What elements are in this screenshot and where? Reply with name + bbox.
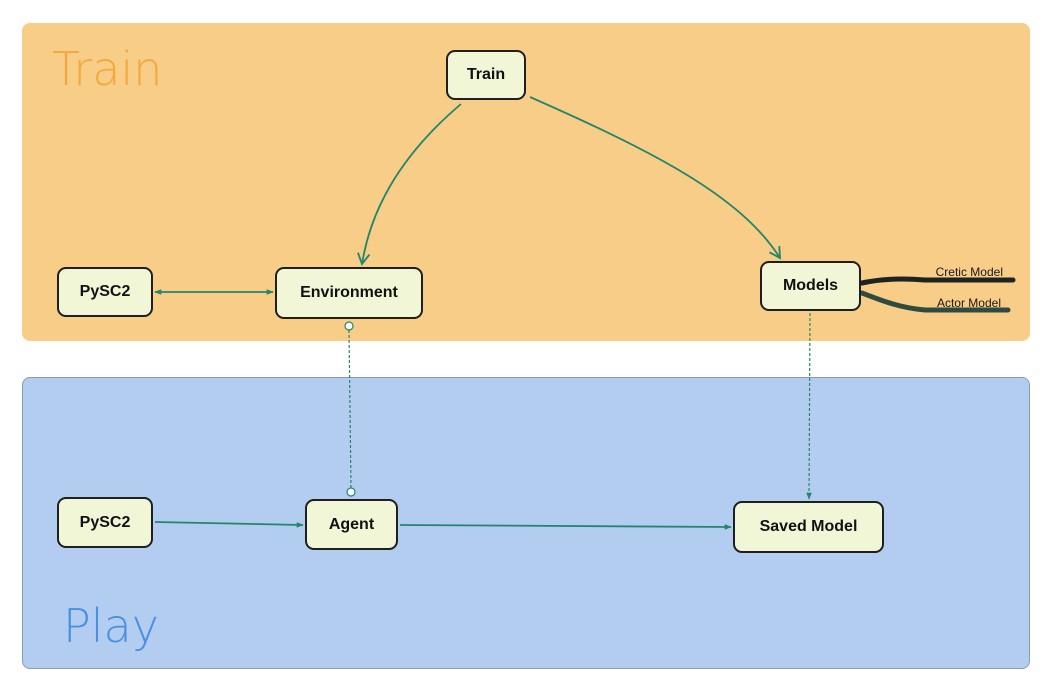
- play-region-title: Play: [63, 599, 159, 653]
- edge-train-to-models: [529, 96, 782, 260]
- edge-models-to-saved-model: [806, 312, 812, 500]
- environment-node[interactable]: Environment: [275, 267, 423, 319]
- cretic-model-label: Cretic Model: [936, 265, 1003, 279]
- train-region: [22, 23, 1030, 341]
- environment-connector-circle: [344, 321, 354, 331]
- train-node[interactable]: Train: [446, 50, 526, 100]
- edge-agent-to-saved-model: [399, 524, 732, 530]
- edge-train-to-environment: [357, 103, 462, 266]
- train-region-title: Train: [52, 42, 163, 96]
- models-node[interactable]: Models: [760, 261, 861, 311]
- cretic-model-branch: [859, 276, 1016, 286]
- edge-pysc2-to-agent: [154, 521, 304, 528]
- saved-model-node[interactable]: Saved Model: [733, 501, 884, 553]
- actor-model-branch: [859, 290, 1011, 313]
- pysc2-train-node[interactable]: PySC2: [57, 267, 153, 317]
- actor-model-label: Actor Model: [937, 296, 1001, 310]
- pysc2-play-node[interactable]: PySC2: [57, 497, 153, 548]
- agent-connector-circle: [346, 487, 356, 497]
- agent-node[interactable]: Agent: [305, 499, 398, 550]
- edge-environment-agent: [348, 329, 352, 489]
